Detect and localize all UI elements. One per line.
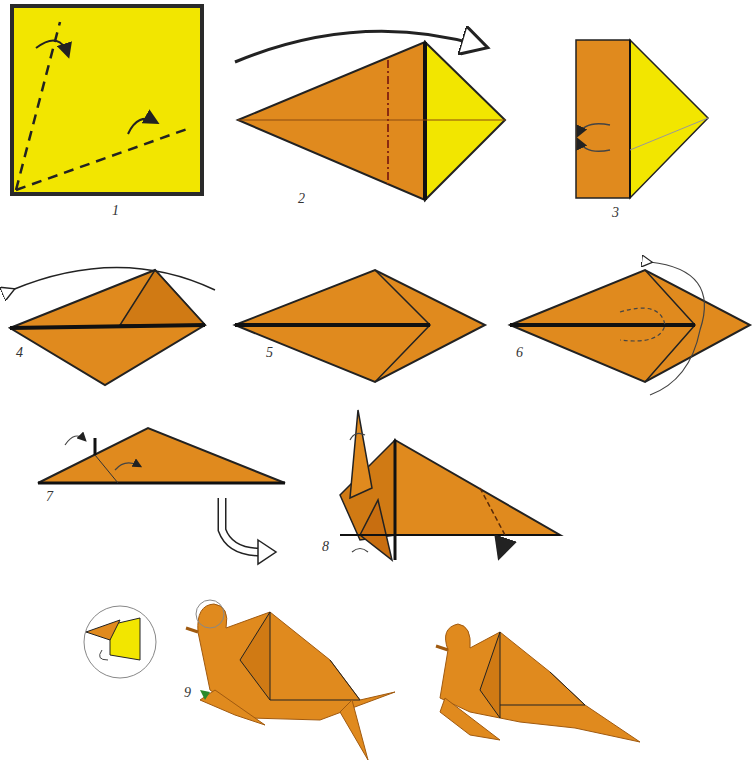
step-number: 7 [46,490,53,504]
step-5 [235,270,485,382]
step-number: 8 [322,540,329,554]
head-inset [84,606,156,678]
step-number: 5 [266,346,273,360]
step-3 [576,40,708,198]
step-number: 1 [112,204,119,218]
step-4 [10,268,215,386]
step-2 [235,31,505,200]
step-number: 4 [16,346,23,360]
step-7 [38,428,285,564]
seal-step-9 [186,600,395,760]
step-number: 2 [298,192,305,206]
step-6 [510,262,750,395]
step-number: 9 [184,686,191,700]
step-number: 6 [516,346,523,360]
seal-final [436,624,640,742]
step-8 [340,410,560,560]
step-1 [12,6,202,194]
step-number: 3 [612,206,619,220]
